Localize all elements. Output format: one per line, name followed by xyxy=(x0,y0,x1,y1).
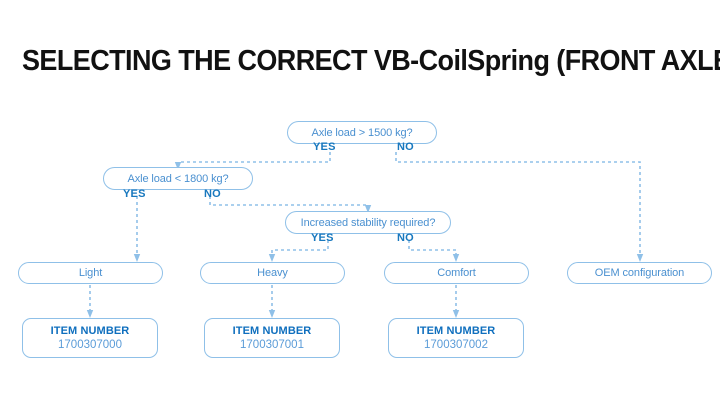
result-node-light[interactable]: Light xyxy=(18,262,163,284)
decision-node-increased-stability[interactable]: Increased stability required? xyxy=(285,211,451,234)
item-number-label: ITEM NUMBER xyxy=(50,325,130,337)
result-node-heavy[interactable]: Heavy xyxy=(200,262,345,284)
branch-label-d2-yes: YES xyxy=(123,188,146,200)
branch-label-d1-yes: YES xyxy=(313,141,336,153)
branch-label-d3-yes: YES xyxy=(311,232,334,244)
item-number-value: 1700307000 xyxy=(58,339,122,351)
branch-label-d1-no: NO xyxy=(397,141,414,153)
item-number-box-2[interactable]: ITEM NUMBER 1700307001 xyxy=(204,318,340,358)
item-number-label: ITEM NUMBER xyxy=(416,325,496,337)
result-node-comfort[interactable]: Comfort xyxy=(384,262,529,284)
item-number-label: ITEM NUMBER xyxy=(232,325,312,337)
branch-label-d3-no: NO xyxy=(397,232,414,244)
decision-node-axle-load-1500[interactable]: Axle load > 1500 kg? xyxy=(287,121,437,144)
decision-node-axle-load-1800[interactable]: Axle load < 1800 kg? xyxy=(103,167,253,190)
item-number-box-1[interactable]: ITEM NUMBER 1700307000 xyxy=(22,318,158,358)
item-number-value: 1700307001 xyxy=(240,339,304,351)
edge-d3-no-comfort xyxy=(408,240,460,262)
edge-d1-yes-d2 xyxy=(174,152,331,170)
edge-d2-no-d3 xyxy=(209,196,372,213)
item-number-value: 1700307002 xyxy=(424,339,488,351)
result-node-oem-configuration[interactable]: OEM configuration xyxy=(567,262,712,284)
branch-label-d2-no: NO xyxy=(204,188,221,200)
edge-d1-no-oem xyxy=(395,152,644,262)
page-title: SELECTING THE CORRECT VB-CoilSpring (FRO… xyxy=(22,45,720,77)
item-number-box-3[interactable]: ITEM NUMBER 1700307002 xyxy=(388,318,524,358)
